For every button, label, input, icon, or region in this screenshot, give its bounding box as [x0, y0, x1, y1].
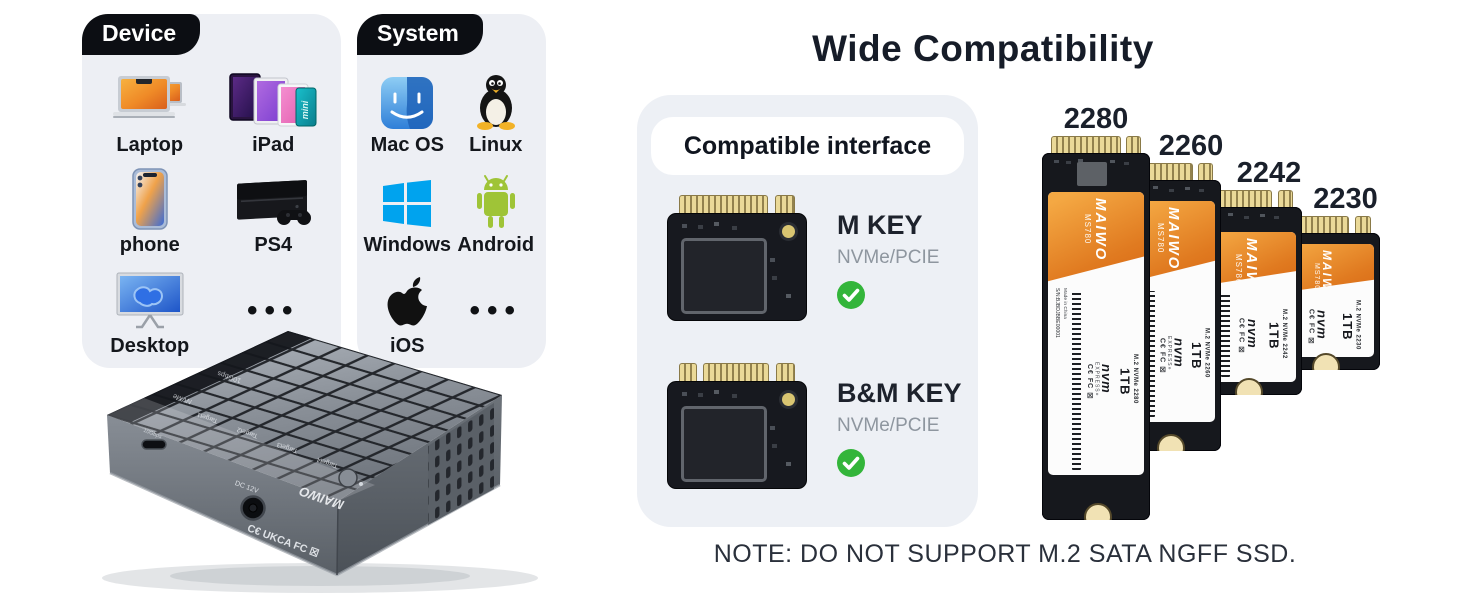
system-item-ios: iOS — [363, 261, 452, 362]
bm-key-connector — [667, 363, 807, 381]
nvm-express-logo: nvm — [1171, 338, 1187, 369]
system-grid: Mac OS Linux — [363, 60, 540, 362]
screw-hole — [782, 225, 795, 238]
enclosure-shadow — [102, 563, 538, 593]
power-button — [338, 468, 358, 488]
m-key-connector — [667, 195, 807, 213]
laptop-icon — [112, 68, 188, 130]
ellipsis-icon: ••• — [469, 293, 522, 327]
linux-tux-icon — [470, 68, 522, 130]
system-item-label: iOS — [390, 334, 425, 357]
device-item-label: phone — [119, 234, 180, 257]
bm-key-bus-label: NVMe/PCIE — [837, 414, 940, 436]
vent-grille — [428, 403, 494, 525]
bm-key-ssd-chip-image — [667, 363, 807, 489]
m-key-label: M KEY — [837, 210, 923, 240]
system-item-label: Windows — [363, 234, 452, 257]
mount-notch — [1235, 378, 1263, 395]
system-item-linux: Linux — [452, 60, 541, 161]
system-item-macos: Mac OS — [363, 60, 452, 161]
phone-icon — [131, 168, 169, 231]
svg-text:mini: mini — [300, 100, 310, 119]
device-item-ps4: PS4 — [212, 161, 336, 262]
apple-icon — [383, 269, 431, 331]
page-title: Wide Compatibility — [812, 28, 1154, 69]
cert-marks: C€ FC ☒ — [1086, 363, 1094, 401]
ipad-icon: mini — [228, 68, 318, 130]
enclosure-gloss-strip — [107, 331, 312, 422]
system-item-android: Android — [452, 161, 541, 262]
system-item-label: Mac OS — [370, 133, 444, 156]
bm-key-row: B&M KEY NVMe/PCIE — [667, 363, 962, 489]
system-item-windows: Windows — [363, 161, 452, 262]
device-panel: Device — [82, 14, 341, 368]
ssd-size-label: 2230 — [1313, 183, 1378, 215]
desktop-icon — [114, 269, 186, 331]
usb-c-port — [141, 439, 167, 450]
bm-key-label: B&M KEY — [837, 378, 962, 408]
led-indicator — [359, 482, 363, 486]
barcode — [1220, 292, 1230, 377]
windows-icon — [381, 168, 433, 230]
device-item-label: PS4 — [254, 234, 293, 257]
check-icon — [837, 280, 939, 314]
device-panel-tab: Device — [82, 14, 201, 55]
ssd-size-label: 2260 — [1158, 130, 1224, 162]
ssd-sticker: MAIWO MS780 nvm C€ FC ☒ M.2 NVMe 2230 1T… — [1273, 244, 1374, 357]
device-item-label: iPad — [252, 133, 295, 156]
android-icon — [467, 168, 525, 230]
macos-finder-icon — [380, 68, 434, 130]
system-panel-tab: System — [357, 14, 483, 55]
device-item-more: ••• — [212, 261, 336, 362]
device-item-label: Laptop — [116, 133, 184, 156]
device-item-laptop: Laptop — [88, 60, 212, 161]
cert-marks: C€ FC ☒ — [1237, 318, 1245, 356]
ellipsis-icon: ••• — [246, 293, 300, 327]
cert-marks: C€ FC ☒ — [1158, 337, 1166, 375]
barcode — [1072, 290, 1082, 470]
device-item-phone: phone — [88, 161, 212, 262]
nvm-express-logo: nvm — [1244, 318, 1260, 349]
barcode — [1145, 291, 1155, 417]
ssd-size-label: 2242 — [1236, 157, 1302, 189]
m-key-row: M KEY NVMe/PCIE — [667, 195, 939, 321]
device-item-desktop: Desktop — [88, 261, 212, 362]
ssd-sticker: MAIWO MS780 S/N:BJBDJBBE00001 Made in Ch… — [1048, 192, 1144, 475]
ssd-size-label: 2280 — [1063, 103, 1129, 135]
device-item-ipad: mini iPad — [212, 60, 336, 161]
system-item-more: ••• — [452, 261, 541, 362]
device-item-label: Desktop — [110, 334, 190, 357]
ssd-card-2280: 2280 MAIWO MS780 S/N:BJBDJBBE0000 — [1042, 104, 1150, 520]
ssd-brand-label: MAIWO MS780 — [1048, 192, 1144, 282]
mount-notch — [1084, 503, 1112, 520]
nvm-express-logo: nvm — [1314, 309, 1330, 340]
system-panel: System Mac OS — [357, 14, 546, 368]
device-grid: Laptop — [88, 60, 335, 362]
compatible-interface-panel: Compatible interface M KEY NVMe/PCIE — [637, 95, 978, 527]
ps4-icon — [231, 168, 315, 230]
screw-hole — [782, 393, 795, 406]
ssd-connector — [1042, 136, 1150, 154]
m-key-ssd-chip-image — [667, 195, 807, 321]
support-note: NOTE: DO NOT SUPPORT M.2 SATA NGFF SSD. — [713, 540, 1297, 568]
enclosure-product-image: 10Gbps NVMe Target1 Target2 Target3 Targ… — [80, 328, 580, 598]
compatible-interface-header: Compatible interface — [651, 117, 964, 175]
cert-marks: C€ FC ☒ — [1307, 308, 1315, 347]
m-key-bus-label: NVMe/PCIE — [837, 246, 940, 268]
enclosure-front-face — [107, 415, 338, 575]
check-icon — [837, 448, 962, 482]
system-item-label: Linux — [469, 133, 523, 156]
nvm-express-logo: nvm — [1098, 364, 1114, 394]
mount-notch — [1157, 434, 1185, 451]
system-item-label: Android — [457, 234, 535, 257]
mount-notch — [1311, 353, 1340, 370]
